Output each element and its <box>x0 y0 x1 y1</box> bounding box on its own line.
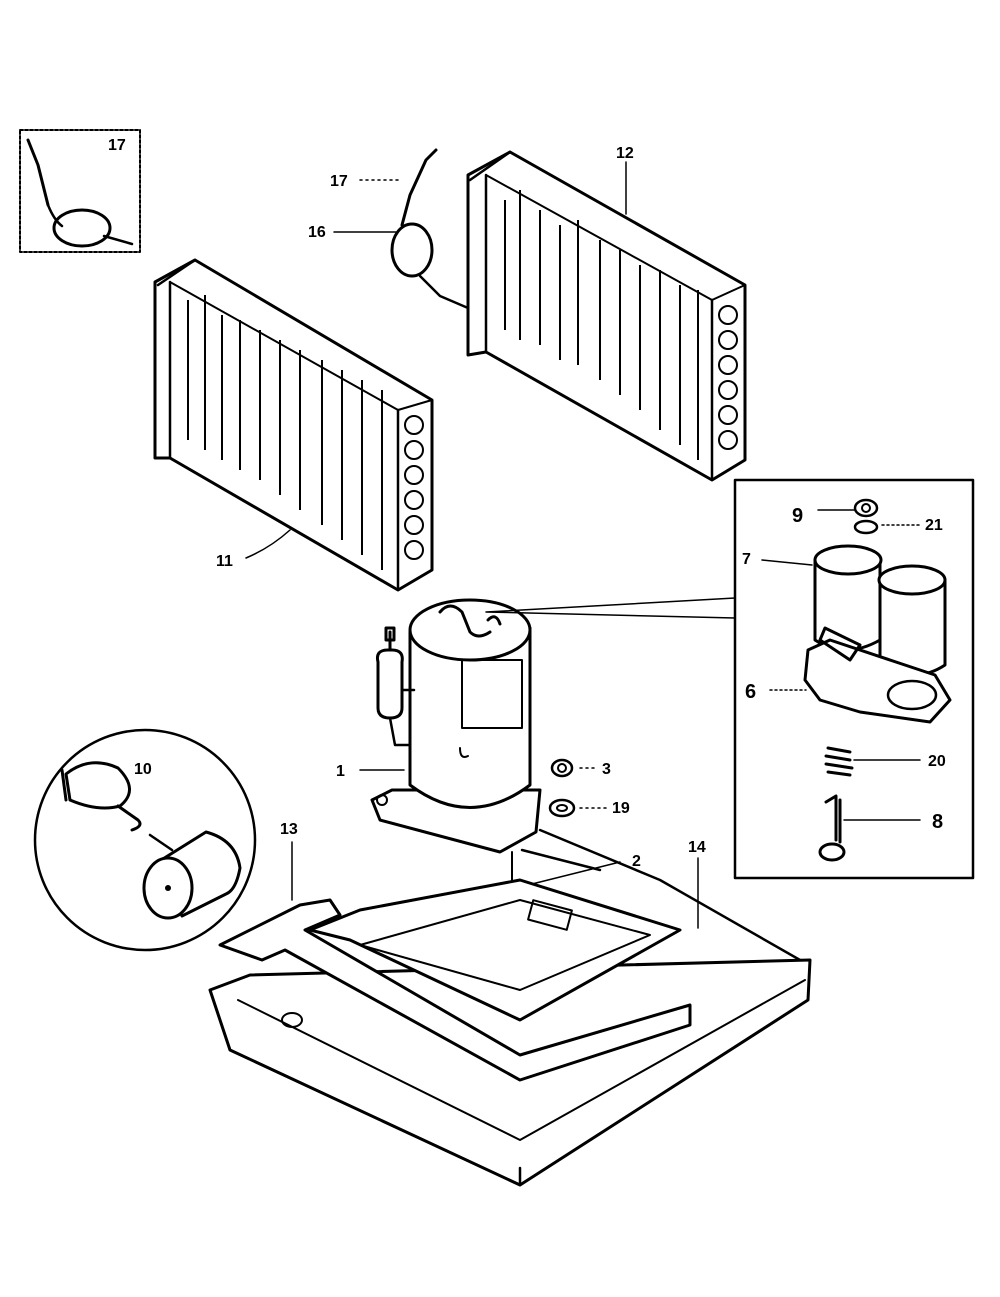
label-20: 20 <box>928 753 946 770</box>
label-2: 2 <box>632 853 641 870</box>
detail-box-capacitor: 9 21 7 6 20 8 <box>733 478 975 880</box>
label-13: 13 <box>280 821 298 838</box>
label-17: 17 <box>330 173 348 190</box>
label-7: 7 <box>742 551 751 568</box>
base-pan: 13 14 <box>208 821 812 1187</box>
label-16: 16 <box>308 224 326 241</box>
inset-capillary-tube: 17 <box>19 129 141 253</box>
label-10: 10 <box>134 761 152 778</box>
capillary-tube: 17 16 <box>308 148 470 310</box>
coil-11: 11 <box>153 258 434 592</box>
label-6: 6 <box>745 681 756 703</box>
label-3: 3 <box>602 761 611 778</box>
label-9: 9 <box>792 505 803 527</box>
label-17-inset: 17 <box>108 137 126 154</box>
coil-12: 12 <box>466 145 747 482</box>
inset-overload-protector: 10 <box>33 728 257 952</box>
label-12: 12 <box>616 145 634 162</box>
label-21: 21 <box>925 517 943 534</box>
label-14: 14 <box>688 839 706 856</box>
label-19: 19 <box>612 800 630 817</box>
label-1: 1 <box>336 763 345 780</box>
grommet-parts: 3 19 2 <box>496 758 641 910</box>
compressor: 1 <box>336 597 736 854</box>
label-8: 8 <box>932 811 943 833</box>
label-11: 11 <box>216 553 233 570</box>
